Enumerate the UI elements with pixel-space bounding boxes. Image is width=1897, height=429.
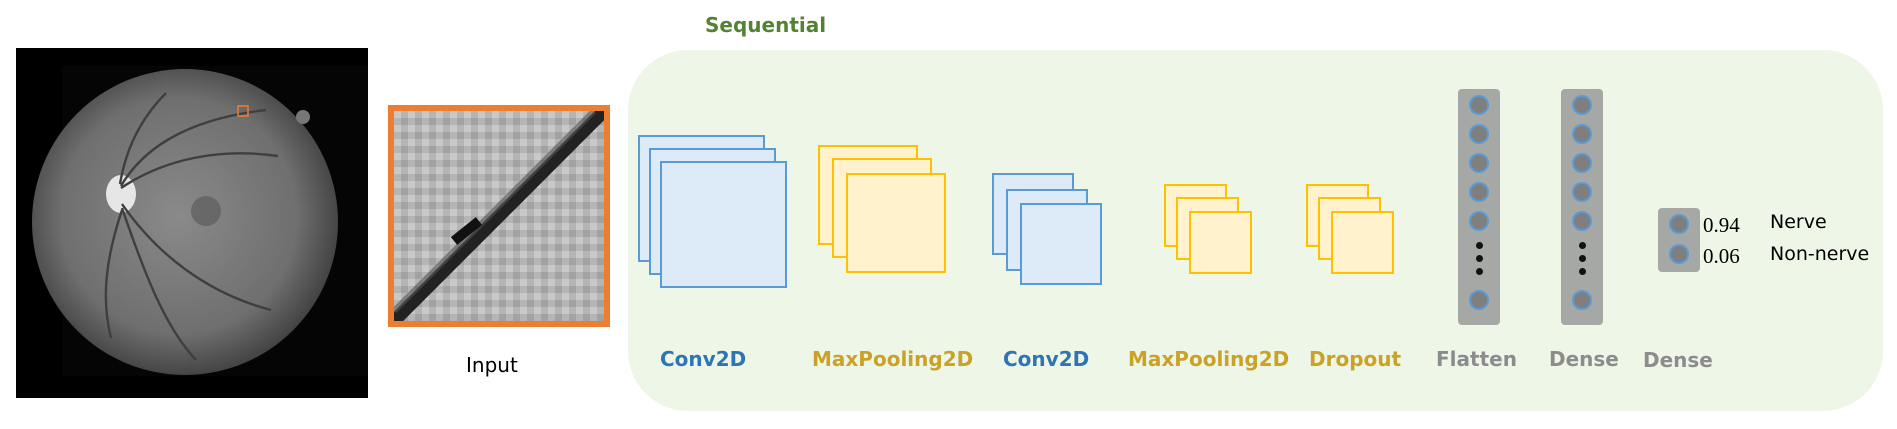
- neuron: [1469, 124, 1489, 144]
- ellipsis-dot: [1579, 268, 1586, 275]
- layer-label-maxpooling2d-1: MaxPooling2D: [812, 347, 974, 371]
- output-value-nerve: 0.94: [1703, 213, 1740, 237]
- fundus-image: [16, 48, 368, 398]
- neuron: [1572, 182, 1592, 202]
- ellipsis-dot: [1476, 242, 1483, 249]
- layer-label-conv2d-2: Conv2D: [1003, 347, 1090, 371]
- neuron: [1572, 124, 1592, 144]
- flatten-column: [1458, 89, 1500, 325]
- output-column: [1658, 208, 1700, 272]
- layer-label-conv2d-1: Conv2D: [660, 347, 747, 371]
- output-label-non-nerve: Non-nerve: [1770, 243, 1870, 265]
- neuron: [1572, 153, 1592, 173]
- feature-map: [1020, 203, 1102, 285]
- feature-map: [660, 161, 787, 288]
- layer-label-dropout: Dropout: [1309, 347, 1402, 371]
- output-value-non-nerve: 0.06: [1703, 244, 1740, 268]
- layer-label-maxpooling2d-2: MaxPooling2D: [1128, 347, 1290, 371]
- ellipsis-dot: [1476, 255, 1483, 262]
- layer-label-dense-2: Dense: [1643, 348, 1713, 372]
- layer-label-flatten: Flatten: [1436, 347, 1517, 371]
- feature-map: [1189, 211, 1252, 274]
- neuron: [1469, 182, 1489, 202]
- input-patch: [388, 105, 610, 327]
- neuron: [1669, 244, 1689, 264]
- input-patch-image: [394, 111, 604, 321]
- neuron: [1572, 290, 1592, 310]
- neuron: [1469, 153, 1489, 173]
- dense-column: [1561, 89, 1603, 325]
- fundus-drawing: [32, 66, 368, 376]
- output-label-nerve: Nerve: [1770, 211, 1827, 233]
- neuron: [1669, 214, 1689, 234]
- ellipsis-dot: [1579, 242, 1586, 249]
- neuron: [1469, 211, 1489, 231]
- neuron: [1572, 95, 1592, 115]
- ellipsis-dot: [1579, 255, 1586, 262]
- feature-map: [1331, 211, 1394, 274]
- neuron: [1572, 211, 1592, 231]
- neuron: [1469, 290, 1489, 310]
- neuron: [1469, 95, 1489, 115]
- input-label: Input: [466, 353, 518, 377]
- ellipsis-dot: [1476, 268, 1483, 275]
- feature-map: [846, 173, 946, 273]
- layer-label-dense-1: Dense: [1549, 347, 1619, 371]
- sequential-title: Sequential: [705, 13, 827, 37]
